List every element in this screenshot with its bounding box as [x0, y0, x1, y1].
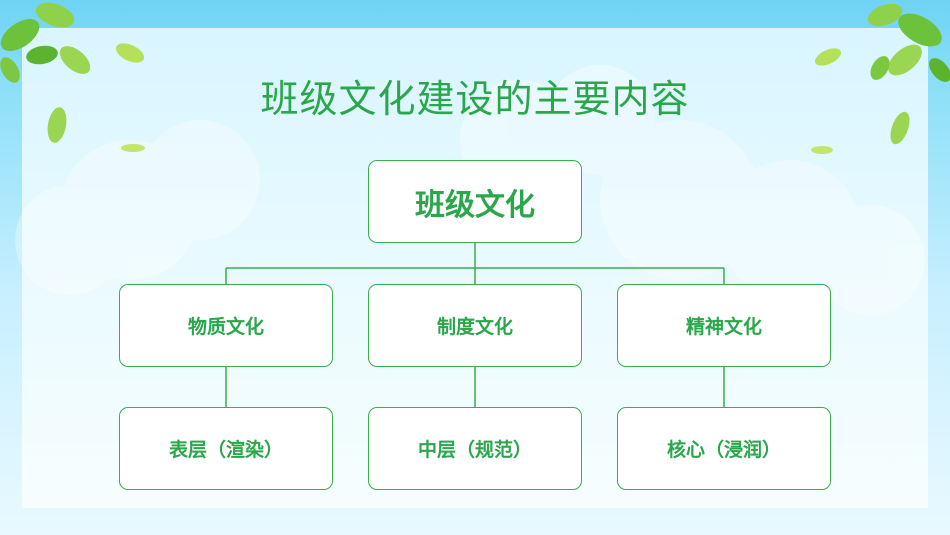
branch-node-material: 物质文化 [119, 284, 333, 367]
leaf-icon [811, 3, 950, 154]
leaf-node-middle: 中层（规范） [368, 407, 582, 490]
branch-node-institution: 制度文化 [368, 284, 582, 367]
branch-node-spirit: 精神文化 [617, 284, 831, 367]
root-node: 班级文化 [368, 160, 582, 243]
leaf-icon [0, 2, 145, 152]
leaf-node-surface: 表层（渲染） [119, 407, 333, 490]
leaf-node-core: 核心（浸润） [617, 407, 831, 490]
slide-title: 班级文化建设的主要内容 [260, 77, 690, 121]
cloud-decoration [15, 65, 925, 315]
